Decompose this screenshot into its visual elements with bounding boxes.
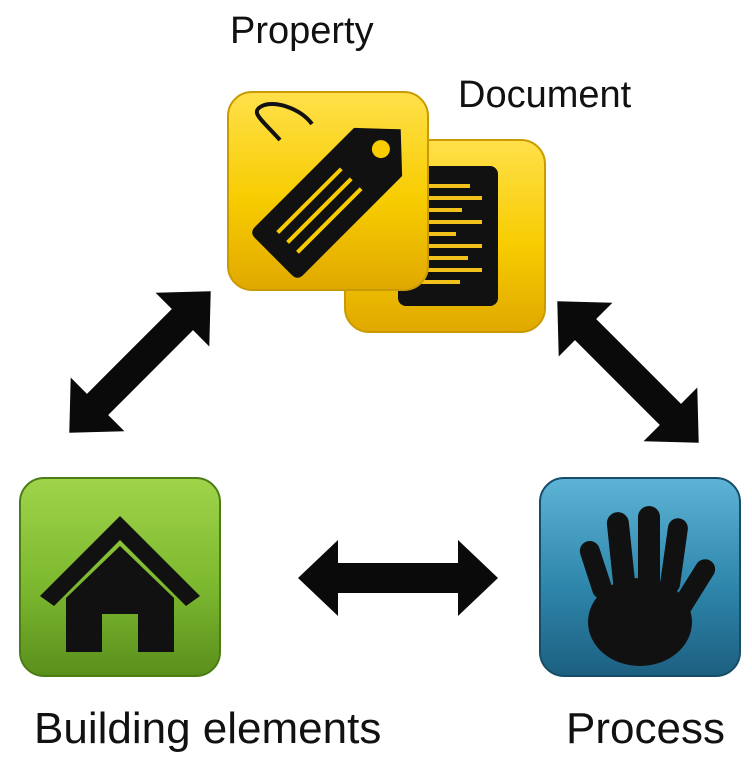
tag-icon bbox=[252, 102, 403, 278]
building-elements-label: Building elements bbox=[34, 704, 382, 753]
house-icon bbox=[40, 516, 200, 652]
arrow-property-building bbox=[42, 264, 238, 460]
property-label: Property bbox=[230, 10, 374, 52]
process-tile bbox=[539, 477, 741, 677]
arrow-property-process bbox=[530, 274, 726, 470]
arrow-building-process bbox=[298, 540, 498, 616]
property-tile bbox=[227, 91, 429, 291]
document-label: Document bbox=[458, 74, 632, 116]
hand-icon bbox=[579, 506, 716, 666]
building-tile bbox=[19, 477, 221, 677]
process-label: Process bbox=[566, 704, 725, 753]
